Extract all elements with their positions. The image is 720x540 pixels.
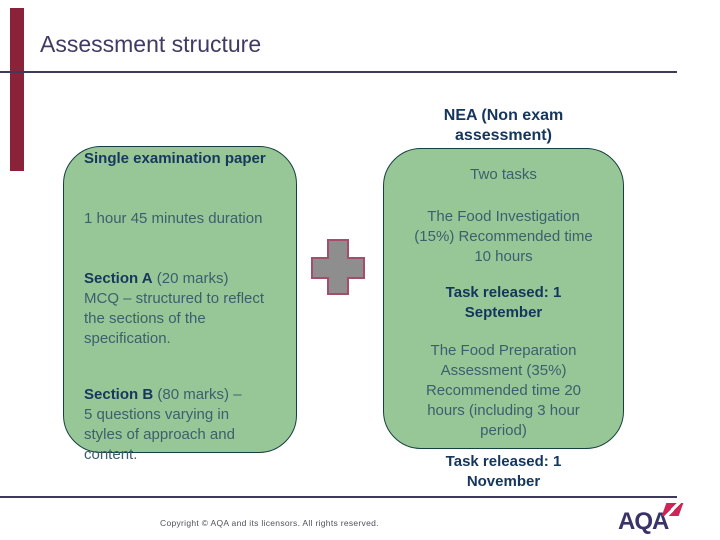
task-released-september: Task released: 1 September	[445, 284, 562, 321]
section-a-label: Section A	[84, 270, 153, 287]
footer-divider	[0, 496, 677, 498]
aqa-logo-text: AQA	[618, 508, 669, 535]
copyright-text: Copyright © AQA and its licensors. All r…	[160, 518, 379, 528]
aqa-logo-mark-icon	[661, 503, 684, 516]
section-b-label: Section B	[84, 386, 154, 403]
food-investigation-text: The Food Investigation (15%) Recommended…	[414, 208, 593, 265]
section-a-text: Section A (20 marks) MCQ – structured to…	[64, 269, 296, 349]
section-b-text: Section B (80 marks) – 5 questions varyi…	[64, 385, 296, 465]
exam-duration-text: 1 hour 45 minutes duration	[84, 210, 263, 227]
section-a-detail: (20 marks) MCQ – structured to reflect t…	[84, 270, 265, 347]
two-tasks-text: Two tasks	[470, 166, 537, 183]
food-preparation-text: The Food Preparation Assessment (35%) Re…	[425, 342, 582, 439]
accent-bar	[10, 8, 24, 171]
nea-box: Two tasks The Food Investigation (15%) R…	[383, 148, 624, 449]
title-divider	[0, 71, 677, 73]
plus-icon	[311, 239, 365, 295]
nea-heading: NEA (Non exam assessment)	[443, 107, 564, 144]
task-released-november: Task released: 1 November	[445, 453, 562, 490]
page-title: Assessment structure	[40, 31, 262, 57]
section-b-detail: (80 marks) – 5 questions varying in styl…	[84, 386, 242, 463]
aqa-logo: AQA	[618, 502, 688, 536]
exam-paper-box: Single examination paper 1 hour 45 minut…	[63, 146, 297, 463]
exam-paper-box-heading: Single examination paper	[84, 150, 266, 167]
